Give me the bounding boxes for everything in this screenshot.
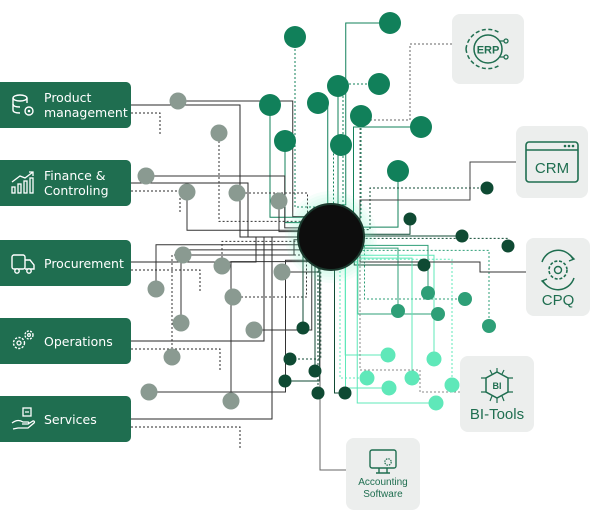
tool-link-line xyxy=(359,245,526,273)
network-node xyxy=(404,370,420,386)
network-node xyxy=(284,26,306,48)
network-node xyxy=(338,386,352,400)
network-node xyxy=(228,184,246,202)
erp-icon-text: ERP xyxy=(477,45,500,57)
crm-label: CRM xyxy=(535,160,569,177)
central-hub xyxy=(297,203,365,271)
monitor-gear-icon xyxy=(369,449,397,474)
network-node xyxy=(307,92,329,114)
tool-card-crm[interactable]: CRM xyxy=(516,126,588,198)
network-node xyxy=(178,183,196,201)
network-node xyxy=(174,246,192,264)
network-node xyxy=(163,348,181,366)
network-node xyxy=(169,92,187,110)
tool-link-line xyxy=(359,255,460,393)
department-operations[interactable]: Operations xyxy=(0,318,131,364)
connector-line xyxy=(290,237,332,360)
network-node xyxy=(421,286,435,300)
network-node xyxy=(273,263,291,281)
network-node xyxy=(259,94,281,116)
tool-card-accounting-software[interactable]: Accounting Software xyxy=(346,438,420,510)
network-nodes xyxy=(137,12,515,411)
network-node xyxy=(210,124,228,142)
network-node xyxy=(213,257,231,275)
network-node xyxy=(387,160,409,182)
tool-card-erp[interactable]: ERP xyxy=(452,14,524,84)
department-finance-controlling[interactable]: Finance & Controling xyxy=(0,160,131,206)
department-product-management[interactable]: Product management xyxy=(0,82,131,128)
network-node xyxy=(296,321,310,335)
network-node xyxy=(501,239,515,253)
department-label: Services xyxy=(44,411,97,427)
gears-icon xyxy=(12,330,34,350)
network-node xyxy=(380,347,396,363)
delivery-truck-icon xyxy=(11,254,35,274)
network-node xyxy=(140,383,158,401)
network-node xyxy=(137,167,155,185)
network-node xyxy=(480,181,494,195)
connector-line xyxy=(330,237,367,379)
network-node xyxy=(403,212,417,226)
database-gear-icon xyxy=(12,94,34,116)
connector-line xyxy=(221,237,332,266)
department-label: Operations xyxy=(44,333,113,349)
network-node xyxy=(426,351,442,367)
department-label: Procurement xyxy=(44,255,124,271)
department-branch-line xyxy=(131,112,161,135)
department-branch-line xyxy=(131,190,181,213)
network-node xyxy=(359,370,375,386)
chip-icon: BI xyxy=(481,367,513,403)
network-node xyxy=(417,258,431,272)
department-services[interactable]: Services xyxy=(0,396,131,442)
chart-growth-icon xyxy=(11,171,34,194)
network-node xyxy=(428,395,444,411)
department-label: Finance & Controling xyxy=(44,168,109,198)
tool-card-bi-tools[interactable]: BI BI-Tools xyxy=(460,356,534,432)
network-node xyxy=(455,229,469,243)
network-node xyxy=(327,75,349,97)
tool-link-line xyxy=(319,260,346,471)
network-node xyxy=(379,12,401,34)
department-procurement[interactable]: Procurement xyxy=(0,240,131,286)
network-node xyxy=(224,288,242,306)
network-node xyxy=(391,304,405,318)
network-node xyxy=(350,105,372,127)
network-node xyxy=(311,386,325,400)
network-node xyxy=(368,73,390,95)
bi-chip-text: BI xyxy=(493,381,502,391)
hand-service-icon xyxy=(11,407,36,430)
tool-link-line xyxy=(359,43,452,210)
tool-link-line xyxy=(359,161,516,225)
department-branch-line xyxy=(131,426,241,449)
department-branch-line xyxy=(131,348,221,371)
network-node xyxy=(278,374,292,388)
gear-erp-icon: ERP xyxy=(465,28,509,70)
network-node xyxy=(147,280,165,298)
network-node xyxy=(458,292,472,306)
cycle-gear-icon xyxy=(540,249,576,290)
department-label: Product management xyxy=(44,90,128,120)
network-node xyxy=(274,130,296,152)
accounting-software-label: Accounting Software xyxy=(358,477,408,500)
network-node xyxy=(283,352,297,366)
network-node xyxy=(410,116,432,138)
network-node xyxy=(245,321,263,339)
network-node xyxy=(172,314,190,332)
tool-card-cpq[interactable]: CPQ xyxy=(526,238,590,316)
network-node xyxy=(381,380,397,396)
network-node xyxy=(444,377,460,393)
network-node xyxy=(222,392,240,410)
network-node xyxy=(270,192,288,210)
network-node xyxy=(431,307,445,321)
department-branch-line xyxy=(131,269,201,292)
bi-tools-label: BI-Tools xyxy=(469,405,525,423)
network-node xyxy=(308,364,322,378)
network-node xyxy=(330,134,352,156)
browser-window-icon: CRM xyxy=(525,141,579,183)
network-node xyxy=(482,319,496,333)
cpq-label: CPQ xyxy=(541,291,575,309)
